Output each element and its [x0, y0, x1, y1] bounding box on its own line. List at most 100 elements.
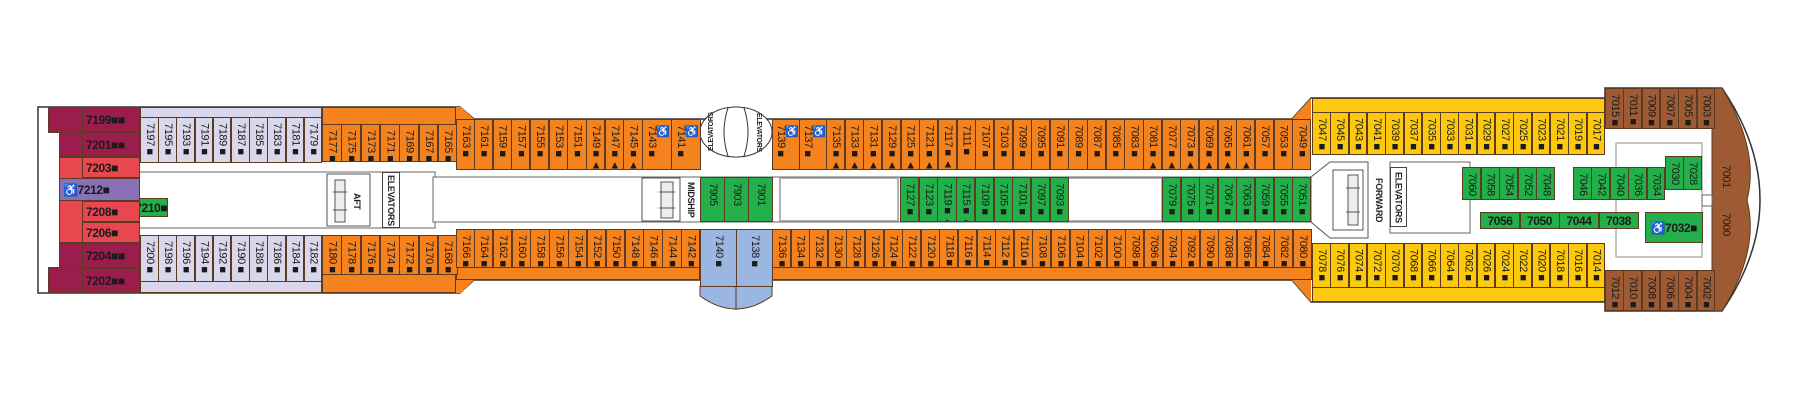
cabin-7011[interactable]: 7011■ — [1623, 88, 1643, 129]
cabin-7114[interactable]: 7114■ — [976, 229, 996, 268]
cabin-7143[interactable]: ♿7143■ — [642, 119, 672, 170]
cabin-7193[interactable]: 7193■ — [176, 117, 196, 163]
cabin-7138[interactable]: 7138■ — [736, 229, 773, 287]
cabin-7132[interactable]: 7132■▲ — [809, 229, 829, 268]
cabin-7030[interactable]: 7030 — [1665, 156, 1684, 190]
cabin-7141[interactable]: ♿7141■ — [671, 119, 701, 170]
cabin-7146[interactable]: 7146■ — [643, 229, 663, 268]
cabin-7046[interactable]: 7046■ — [1573, 167, 1592, 200]
cabin-7085[interactable]: 7085■ — [1105, 119, 1125, 170]
cabin-7098[interactable]: 7098■ — [1125, 229, 1145, 268]
cabin-7020[interactable]: 7020■ — [1531, 243, 1551, 288]
cabin-7097[interactable]: 7097■ — [1030, 177, 1051, 222]
cabin-7019[interactable]: 7019■ — [1568, 112, 1587, 155]
cabin-7094[interactable]: 7094■▲ — [1162, 229, 1182, 268]
cabin-7111[interactable]: 7111■ — [956, 119, 976, 170]
cabin-7029[interactable]: 7029■▲ — [1476, 112, 1496, 155]
cabin-7010[interactable]: 7010■ — [1623, 270, 1643, 311]
cabin-7124[interactable]: 7124■ — [883, 229, 903, 268]
cabin-7201[interactable]: 7201■■ — [82, 132, 140, 157]
cabin-7048[interactable]: 7048■ — [1536, 167, 1556, 200]
cabin-7089[interactable]: 7089■ — [1068, 119, 1088, 170]
cabin-7161[interactable]: 7161■ — [474, 119, 494, 170]
cabin-7154[interactable]: 7154■ — [568, 229, 588, 268]
cabin-7126[interactable]: 7126■ — [865, 229, 885, 268]
cabin-7108[interactable]: 7108■ — [1032, 229, 1052, 268]
cabin-7081[interactable]: 7081■▲ — [1143, 119, 1163, 170]
cabin-7183[interactable]: 7183■ — [267, 117, 287, 163]
cabin-7151[interactable]: 7151■ — [567, 119, 587, 170]
cabin-7129[interactable]: 7129■▲ — [881, 119, 902, 170]
cabin-7068[interactable]: 7068■▲ — [1403, 243, 1423, 288]
cabin-7101[interactable]: 7101■ — [1012, 177, 1032, 222]
cabin-7009[interactable]: 7009■ — [1641, 88, 1661, 129]
cabin-7004[interactable]: 7004■● — [1678, 270, 1697, 311]
cabin-7031[interactable]: 7031■▲ — [1458, 112, 1478, 155]
cabin-7190[interactable]: 7190■ — [231, 235, 250, 282]
cabin-7187[interactable]: 7187■ — [231, 117, 250, 163]
cabin-7047[interactable]: 7047■ — [1312, 112, 1331, 155]
cabin-7208[interactable]: 7208■ — [82, 201, 140, 222]
cabin-7012[interactable]: 7012■ — [1605, 270, 1624, 311]
cabin-7035[interactable]: 7035■▲ — [1421, 112, 1441, 155]
cabin-7078[interactable]: 7078■ — [1312, 243, 1331, 288]
cabin-7123[interactable]: 7123■ — [918, 177, 938, 222]
cabin-7022[interactable]: 7022■ — [1513, 243, 1533, 288]
cabin-7003[interactable]: 7003■ — [1696, 88, 1716, 129]
cabin-7049[interactable]: 7049■ — [1292, 119, 1312, 170]
cabin-7018[interactable]: 7018■ — [1549, 243, 1569, 288]
cabin-7196[interactable]: 7196■ — [176, 235, 196, 282]
cabin-7163[interactable]: 7163■ — [456, 119, 475, 170]
cabin-7199[interactable]: 7199■■ — [82, 107, 140, 132]
cabin-7070[interactable]: 7070■ — [1385, 243, 1404, 288]
cabin-7168[interactable]: 7168■ — [437, 235, 458, 275]
cabin-7103[interactable]: 7103■ — [993, 119, 1013, 170]
cabin-7034[interactable]: 7034■ — [1646, 167, 1666, 200]
cabin-7038[interactable]: 7038 — [1598, 212, 1639, 229]
cabin-7083[interactable]: 7083■ — [1124, 119, 1144, 170]
cabin-7180[interactable]: 7180■ — [322, 235, 342, 275]
cabin-7082[interactable]: 7082■ — [1274, 229, 1294, 268]
cabin-7007[interactable]: 7007■ — [1659, 88, 1679, 129]
cabin-7120[interactable]: 7120■ — [920, 229, 940, 268]
cabin-7006[interactable]: 7006■ — [1659, 270, 1679, 311]
cabin-7198[interactable]: 7198■ — [158, 235, 177, 282]
cabin-7109[interactable]: 7109■● — [974, 177, 994, 222]
cabin-7100[interactable]: 7100■ — [1106, 229, 1126, 268]
cabin-7130[interactable]: 7130■ — [827, 229, 847, 268]
cabin-7135[interactable]: 7135■▲ — [826, 119, 846, 170]
cabin-7117[interactable]: 7117■▲ — [937, 119, 958, 170]
cabin-7155[interactable]: 7155■ — [530, 119, 550, 170]
cabin-7181[interactable]: 7181■ — [285, 117, 305, 163]
cabin-7176[interactable]: 7176■▲ — [360, 235, 381, 275]
cabin-7157[interactable]: 7157■ — [511, 119, 531, 170]
cabin-7073[interactable]: 7073■▲ — [1180, 119, 1200, 170]
cabin-7063[interactable]: 7063■● — [1236, 177, 1256, 222]
cabin-7096[interactable]: 7096■▲ — [1144, 229, 1164, 268]
cabin-7134[interactable]: 7134■▲ — [790, 229, 810, 268]
cabin-7158[interactable]: 7158■ — [530, 229, 550, 268]
cabin-7142[interactable]: 7142■▲ — [681, 229, 701, 268]
cabin-7210[interactable]: 7210■ — [135, 198, 168, 217]
cabin-7044[interactable]: 7044 — [1559, 212, 1599, 229]
cabin-7191[interactable]: 7191■ — [194, 117, 214, 163]
cabin-7088[interactable]: 7088■▲ — [1218, 229, 1238, 268]
cabin-7122[interactable]: 7122■▲ — [902, 229, 922, 268]
cabin-7148[interactable]: 7148■▲ — [624, 229, 644, 268]
cabin-7178[interactable]: 7178■▲ — [341, 235, 362, 275]
cabin-7202[interactable]: 7202■■ — [82, 268, 140, 293]
cabin-7076[interactable]: 7076■ — [1330, 243, 1350, 288]
cabin-7107[interactable]: 7107■ — [975, 119, 995, 170]
cabin-7062[interactable]: 7062■▲ — [1458, 243, 1478, 288]
cabin-7099[interactable]: 7099■ — [1012, 119, 1032, 170]
cabin-7167[interactable]: 7167■▲ — [418, 124, 439, 162]
cabin-7905[interactable]: 7905 — [700, 177, 725, 222]
cabin-7051[interactable]: 7051■ — [1292, 177, 1312, 222]
cabin-7040[interactable]: 7040■ — [1609, 167, 1629, 200]
cabin-7169[interactable]: 7169■▲ — [399, 124, 419, 162]
cabin-7188[interactable]: 7188■ — [249, 235, 268, 282]
cabin-7042[interactable]: 7042■ — [1591, 167, 1611, 200]
cabin-7152[interactable]: 7152■▲ — [586, 229, 607, 268]
cabin-7024[interactable]: 7024■▲ — [1495, 243, 1514, 288]
cabin-7121[interactable]: 7121■▲ — [919, 119, 939, 170]
